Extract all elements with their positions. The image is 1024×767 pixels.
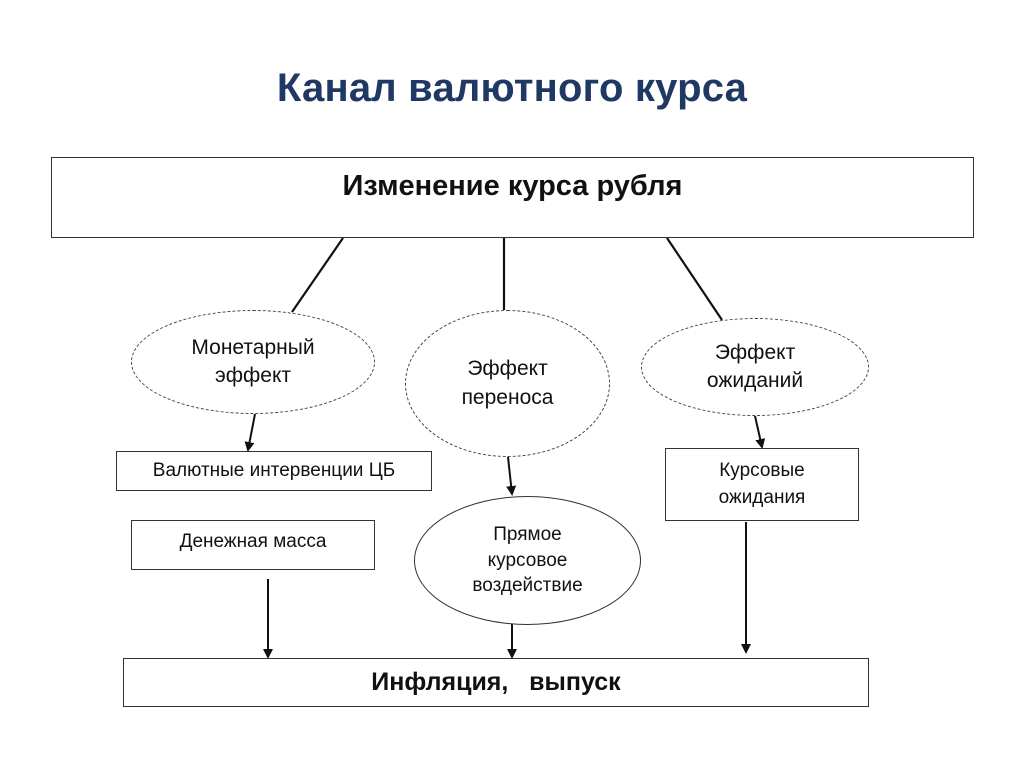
expectations-effect-ellipse: Эффект ожиданий (641, 318, 869, 416)
ruble-rate-change-label: Изменение курса рубля (342, 170, 683, 202)
fx-expectations-box: Курсовые ожидания (665, 448, 859, 521)
arrow-transfer-to-direct (506, 456, 517, 496)
fx-expectations-label: Курсовые ожидания (718, 459, 806, 508)
monetary-effect-label: Монетарный эффект (191, 335, 315, 387)
transfer-effect-ellipse: Эффект переноса (405, 310, 610, 457)
monetary-effect-ellipse: Монетарный эффект (131, 310, 375, 414)
money-supply-label: Денежная масса (179, 531, 327, 552)
money-supply-box: Денежная масса (131, 520, 375, 570)
expectations-effect-label: Эффект ожиданий (706, 340, 804, 392)
ruble-rate-change-box: Изменение курса рубля (51, 157, 974, 238)
slide-title: Канал валютного курса (276, 66, 748, 110)
fx-interventions-label: Валютные интервенции ЦБ (152, 460, 396, 481)
inflation-output-box: Инфляция, выпуск (123, 658, 869, 707)
line-top-to-monetary (291, 237, 344, 313)
arrow-monetary-to-interventions (244, 413, 256, 452)
direct-impact-ellipse: Прямое курсовое воздействие (414, 496, 641, 625)
line-top-to-expectations (666, 237, 723, 321)
arrow-expectations-to-fx (754, 415, 766, 449)
transfer-effect-label: Эффект переноса (461, 357, 554, 409)
fx-interventions-box: Валютные интервенции ЦБ (116, 451, 432, 491)
direct-impact-label: Прямое курсовое воздействие (472, 524, 583, 597)
inflation-output-label: Инфляция, выпуск (371, 668, 621, 696)
